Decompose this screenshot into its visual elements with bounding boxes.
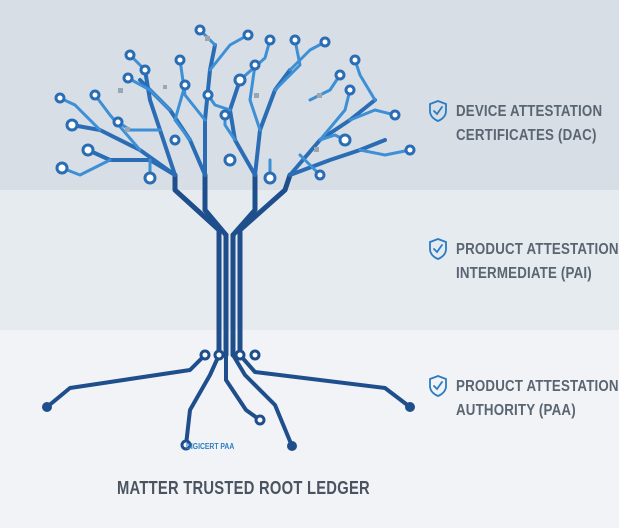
pai-label: PRODUCT ATTESTATION INTERMEDIATE (PAI) [428,238,619,286]
paa-label: PRODUCT ATTESTATION AUTHORITY (PAA) [428,375,619,423]
pai-label-line1: PRODUCT ATTESTATION [456,241,619,258]
shield-check-icon [429,238,447,260]
tree-roots [45,353,412,448]
shield-check-icon [429,375,447,397]
tree-twigs [58,28,412,180]
pai-label-line2: INTERMEDIATE (PAI) [456,265,592,282]
dac-label-text: DEVICE ATTESTATION CERTIFICATES (DAC) [456,100,602,148]
dac-label-line2: CERTIFICATES (DAC) [456,127,597,144]
dac-label-line1: DEVICE ATTESTATION [456,103,603,120]
pai-tier-band [0,190,619,330]
dac-label: DEVICE ATTESTATION CERTIFICATES (DAC) [428,100,619,148]
pai-label-text: PRODUCT ATTESTATION INTERMEDIATE (PAI) [456,238,619,286]
shield-check-icon [429,100,447,122]
tree-trunk [172,172,293,358]
paa-tier-band [0,330,619,528]
tree-nodes [42,24,416,451]
paa-label-text: PRODUCT ATTESTATION AUTHORITY (PAA) [456,375,619,423]
paa-label-line1: PRODUCT ATTESTATION [456,378,619,395]
root-ledger-title: MATTER TRUSTED ROOT LEDGER [117,478,370,498]
paa-label-line2: AUTHORITY (PAA) [456,402,576,419]
digicert-paa-label: DIGICERT PAA [186,442,235,451]
